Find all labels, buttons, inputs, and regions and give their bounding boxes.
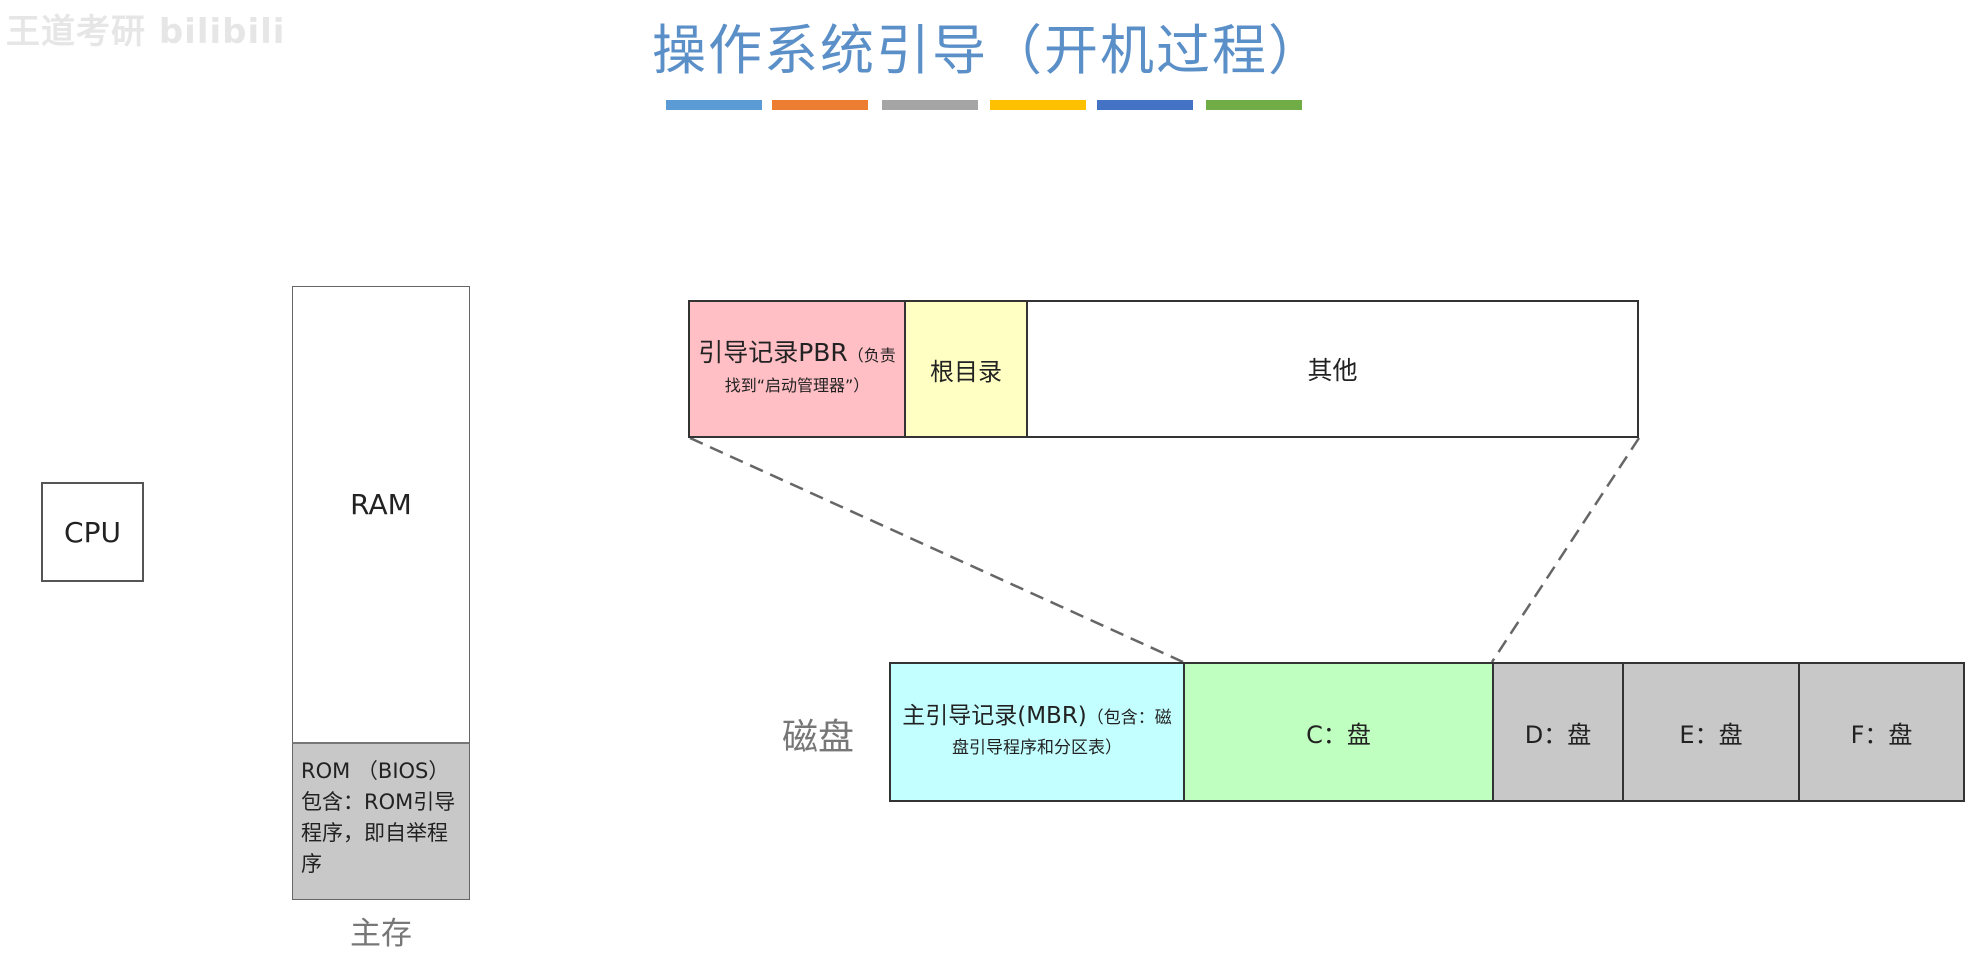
pbr-note: （负责找到“启动管理器”） [724, 345, 896, 395]
watermark: 王道考研 bilibili [6, 12, 286, 52]
mbr-note: （包含：磁盘引导程序和分区表） [952, 708, 1172, 758]
page-title: 操作系统引导（开机过程） [652, 19, 1324, 82]
root-directory-block: 根目录 [904, 300, 1028, 438]
root-directory-label: 根目录 [930, 357, 1002, 386]
c-drive-label: C：盘 [1306, 720, 1371, 749]
d-drive-block: D：盘 [1492, 662, 1624, 802]
title-underline-yellow [990, 100, 1086, 110]
title-underline-green [1206, 100, 1302, 110]
ram-label: RAM [350, 488, 412, 521]
rom-box: ROM （BIOS）包含：ROM引导程序，即自举程序 [292, 742, 470, 900]
title-underline-gray [882, 100, 978, 110]
mbr-label: 主引导记录(MBR) [902, 703, 1087, 729]
rom-text: ROM （BIOS）包含：ROM引导程序，即自举程序 [301, 759, 456, 876]
title-underline-darkblue [1097, 100, 1193, 110]
e-drive-block: E：盘 [1622, 662, 1800, 802]
f-drive-block: F：盘 [1798, 662, 1965, 802]
other-block: 其他 [1026, 300, 1639, 438]
d-drive-label: D：盘 [1524, 720, 1592, 749]
pbr-label: 引导记录PBR [698, 337, 848, 367]
main-memory-label: 主存 [350, 916, 412, 952]
connector-left [689, 436, 1184, 664]
disk-label: 磁盘 [782, 717, 855, 758]
mbr-block: 主引导记录(MBR)（包含：磁盘引导程序和分区表） [889, 662, 1185, 802]
title-underline-orange [772, 100, 868, 110]
connector-right [1490, 437, 1641, 663]
other-label: 其他 [1307, 356, 1358, 385]
ram-box [292, 286, 470, 742]
e-drive-label: E：盘 [1679, 720, 1743, 749]
cpu-label: CPU [64, 515, 121, 549]
title-underline-blue [666, 100, 762, 110]
f-drive-label: F：盘 [1850, 720, 1913, 749]
cpu-box: CPU [41, 482, 144, 582]
c-drive-block: C：盘 [1183, 662, 1494, 802]
pbr-block: 引导记录PBR（负责找到“启动管理器”） [688, 300, 906, 438]
